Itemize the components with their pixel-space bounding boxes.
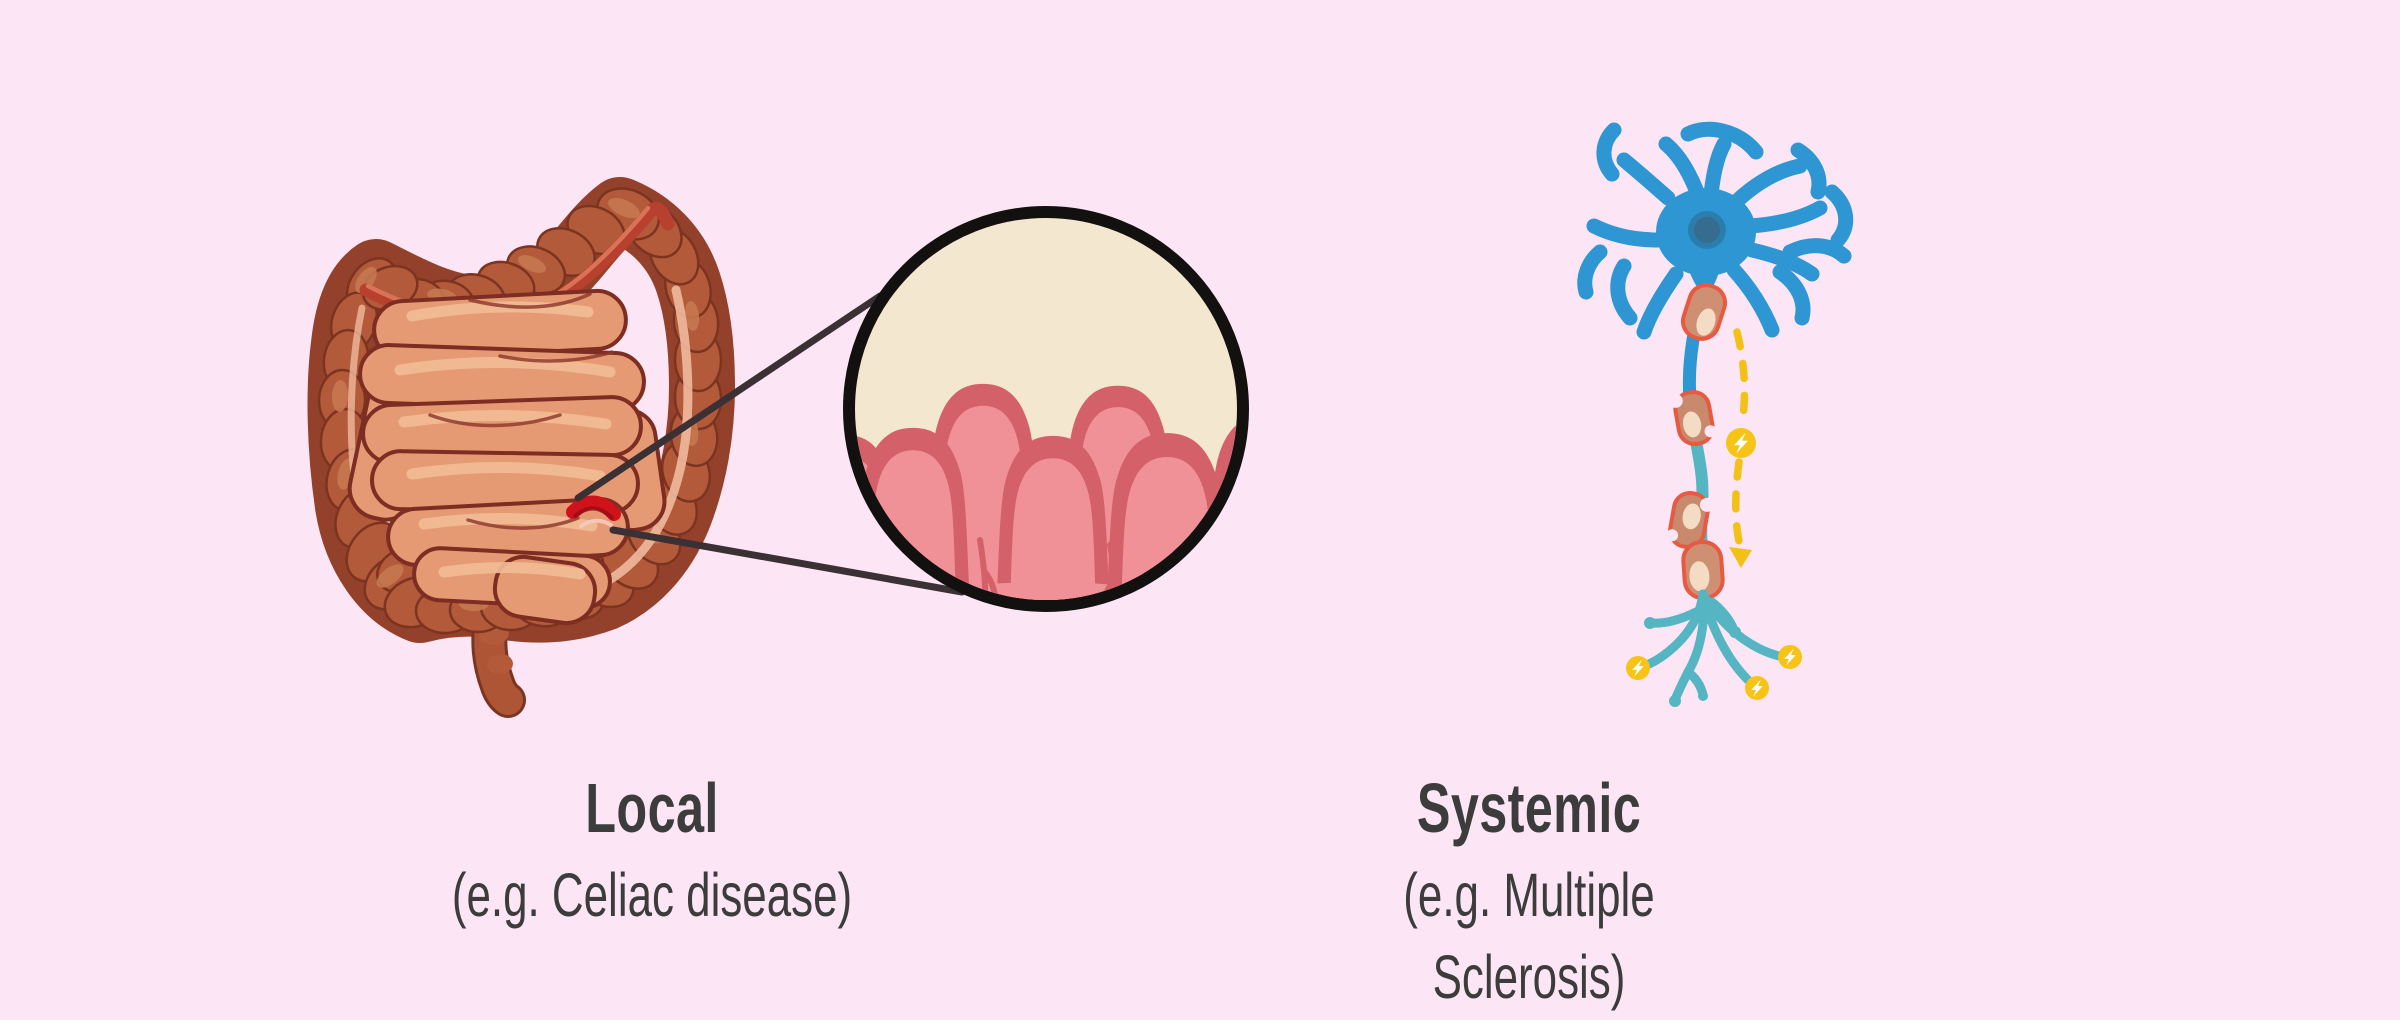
systemic-title: Systemic	[1416, 769, 1642, 847]
impulse-arrowhead	[1729, 547, 1752, 568]
local-subtitle: (e.g. Celiac disease)	[451, 861, 853, 929]
local-label-group: Local (e.g. Celiac disease)	[429, 762, 875, 936]
magnifier-leader-lines	[574, 292, 966, 596]
nerve-impulse-path	[1726, 328, 1756, 568]
local-title: Local	[585, 769, 719, 847]
neuron-illustration	[1577, 121, 1854, 707]
nucleus	[1694, 217, 1720, 243]
terminal-knobs	[1644, 617, 1741, 707]
intestine-illustration	[307, 177, 735, 718]
small-intestine-folds	[428, 292, 614, 530]
terminal-lightning-icons	[1626, 645, 1802, 700]
myelin-segments	[1666, 283, 1728, 601]
magnifier-circle	[843, 206, 1249, 612]
systemic-label-group: Systemic (e.g. Multiple Sclerosis)	[1306, 762, 1752, 1018]
impulse-lightning-icon	[1726, 428, 1756, 458]
systemic-subtitle: (e.g. Multiple Sclerosis)	[1403, 861, 1655, 1011]
inflamed-segment-icon	[566, 495, 621, 528]
